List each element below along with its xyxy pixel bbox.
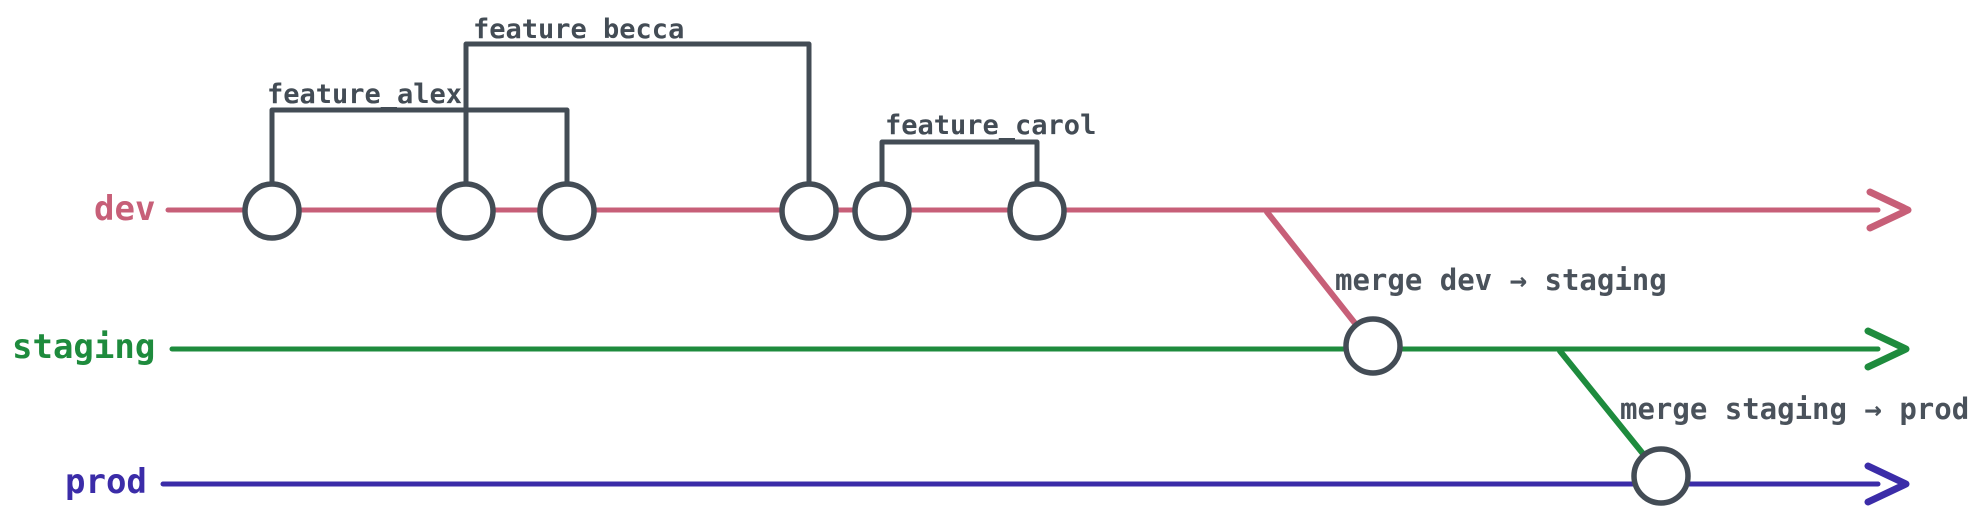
feature-label-alex: feature_alex	[267, 79, 462, 110]
feature-label-carol: feature_carol	[885, 110, 1096, 141]
feature-bracket-alex	[269, 107, 570, 189]
commit-node	[436, 181, 496, 241]
branch-label-dev: dev	[94, 189, 155, 229]
commit-node	[537, 181, 597, 241]
merge-commit-node-staging	[1343, 316, 1403, 376]
branch-label-staging: staging	[12, 327, 155, 367]
arrowhead-staging	[1864, 327, 1910, 371]
feature-bracket-carol	[879, 139, 1040, 190]
arrowhead-prod	[1864, 462, 1910, 506]
feature-bracket-becca	[463, 41, 812, 189]
commit-node	[1007, 181, 1067, 241]
merge-commit-node-prod	[1631, 446, 1691, 506]
commit-node	[779, 181, 839, 241]
arrowhead-dev	[1866, 188, 1912, 232]
commit-node	[242, 181, 302, 241]
commit-node	[852, 181, 912, 241]
branch-label-prod: prod	[65, 462, 147, 502]
merge-label-staging-prod: merge staging → prod	[1620, 392, 1969, 426]
merge-label-dev-staging: merge dev → staging	[1335, 263, 1667, 297]
feature-label-becca: feature_becca	[473, 14, 684, 45]
